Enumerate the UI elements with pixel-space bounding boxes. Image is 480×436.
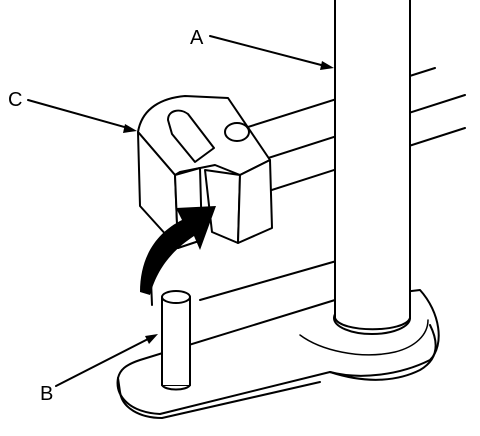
- label-c: C: [8, 89, 22, 111]
- leader-lines: [27, 35, 334, 387]
- label-b: B: [40, 383, 53, 405]
- label-a: A: [190, 27, 204, 49]
- post-a: [333, 0, 411, 335]
- direction-arrow: [140, 206, 216, 295]
- pin-b: [161, 290, 191, 391]
